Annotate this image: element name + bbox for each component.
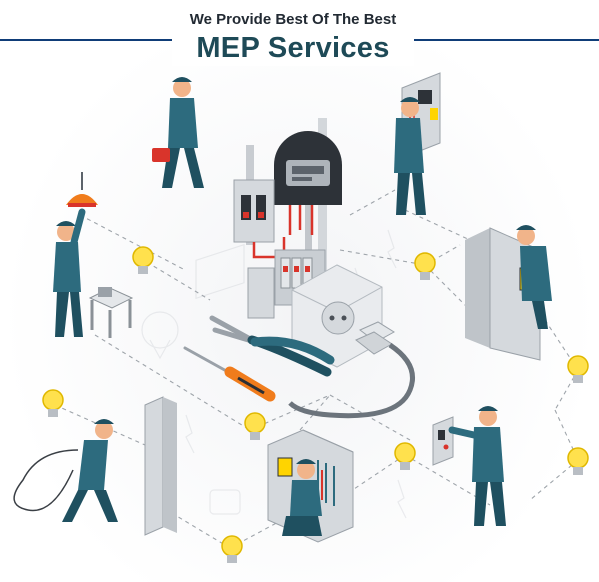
worker-pulling-cable xyxy=(13,419,118,522)
bulb-icon xyxy=(221,535,243,563)
wall-switch xyxy=(432,416,454,466)
concrete-pillar xyxy=(144,396,177,536)
worker-at-meter-box xyxy=(394,97,426,215)
bulb-icon xyxy=(567,355,589,383)
header-divider-left xyxy=(0,39,172,41)
worker-carrying-toolbox xyxy=(152,77,204,188)
stool xyxy=(88,287,134,338)
worker-kneeling-at-panel xyxy=(282,459,322,536)
plug xyxy=(288,321,415,419)
background-sketches xyxy=(141,229,407,519)
electric-meter xyxy=(274,131,342,235)
circuit-breakers xyxy=(233,179,286,259)
header-divider-right xyxy=(414,39,599,41)
hanging-lamp xyxy=(66,172,98,207)
bulb-icon xyxy=(132,246,154,274)
bulb-icon xyxy=(567,447,589,475)
bulb-icon xyxy=(42,389,64,417)
workers xyxy=(13,77,552,536)
header-subtitle: We Provide Best Of The Best xyxy=(189,11,397,28)
bulb-icon xyxy=(414,252,436,280)
worker-at-wall-switch xyxy=(448,406,506,526)
bulb-icon xyxy=(244,412,266,440)
light-bulbs xyxy=(42,246,589,563)
bulb-icon xyxy=(394,442,416,470)
screwdriver xyxy=(183,346,276,402)
pliers xyxy=(209,315,335,377)
worker-changing-lamp xyxy=(53,208,86,337)
header-card: We Provide Best Of The Best MEP Services xyxy=(172,8,414,66)
worker-at-electrical-panel xyxy=(516,225,552,329)
header-title: MEP Services xyxy=(196,32,390,64)
